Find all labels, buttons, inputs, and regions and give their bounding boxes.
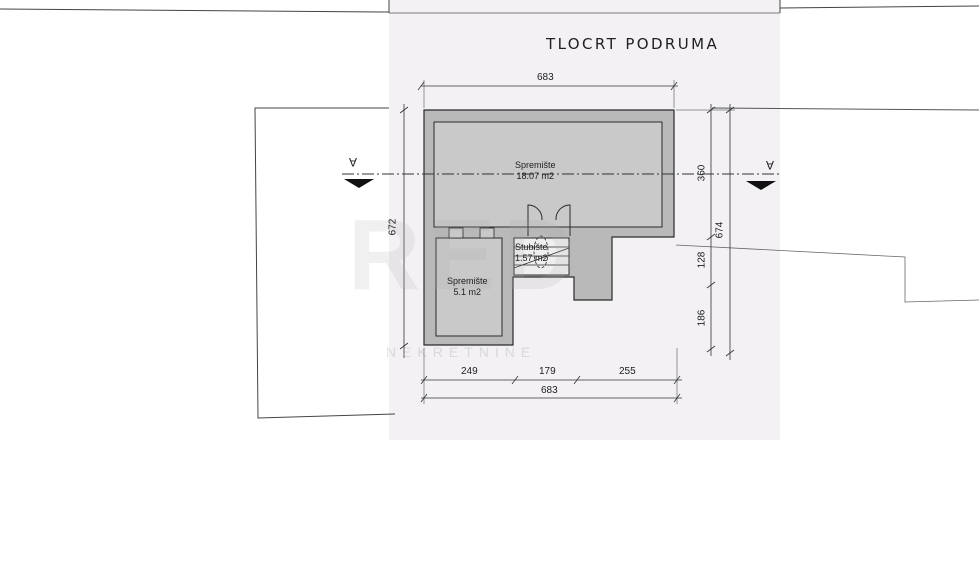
dim-right-segment-1: 360 [696,164,708,182]
section-arrow-right [746,181,776,190]
dim-top-width: 683 [537,72,554,83]
wall-opening-2 [479,227,495,239]
room-large-storage [433,121,663,228]
dim-tick-left-top [399,106,409,114]
terrain-outline-left [254,107,396,419]
stair-dashed-marker [533,235,549,269]
dim-bottom-segment-2: 179 [539,366,556,377]
watermark-subtitle: NEKRETNINE [386,344,537,360]
dim-left-height: 672 [387,218,399,236]
page-title: TLOCRT PODRUMA [546,35,720,53]
sheet-border-top [0,8,390,13]
dim-tick-right-5 [725,106,735,114]
watermark-logo: RED [348,199,584,311]
dim-tick-right-2 [706,233,716,241]
dim-tick-bottom-3 [573,375,581,385]
terrain-outline-right-lower [675,244,979,303]
terrain-outline-right [711,107,979,111]
section-arrow-left [344,179,374,188]
dim-right-segment-2: 128 [696,251,708,269]
room-small-label: Spremište 5.1 m2 [447,276,488,298]
dim-bottom-segment-1: 249 [461,366,478,377]
room-small-area: 5.1 m2 [453,287,482,297]
dim-tick-right-3 [706,281,716,289]
dim-tick-right-4 [706,345,716,353]
dim-right-total: 674 [714,221,726,239]
dim-tick-right-6 [725,349,735,357]
stair-area: 1.57 m2 [515,253,548,263]
sheet-border-top-right [779,5,979,9]
room-large-area: 18.07 m2 [516,171,555,181]
room-large-name: Spremište [515,160,556,170]
dim-bottom-segment-3: 255 [619,366,636,377]
door-swing-left [527,204,543,236]
stair-diagonal [513,247,570,269]
stair-area [513,237,570,276]
room-small-name: Spremište [447,276,488,286]
dim-right-segment-3: 186 [696,309,708,327]
section-marker-right: A [766,158,775,172]
door-swing-right [555,204,571,236]
stair-name: Stubište [515,242,548,252]
dim-tick-right-1 [706,106,716,114]
dim-bottom-total: 683 [541,385,558,396]
dim-tick-bottom-2 [511,375,519,385]
dim-tick-top-left [417,81,425,91]
room-large-label: Spremište 18.07 m2 [515,160,556,182]
stair-label: Stubište 1.57 m2 [515,242,548,264]
dim-tick-left-bottom [399,342,409,350]
room-small-storage [435,237,503,337]
wall-opening-1 [448,227,464,239]
section-marker-left: A [349,155,358,169]
